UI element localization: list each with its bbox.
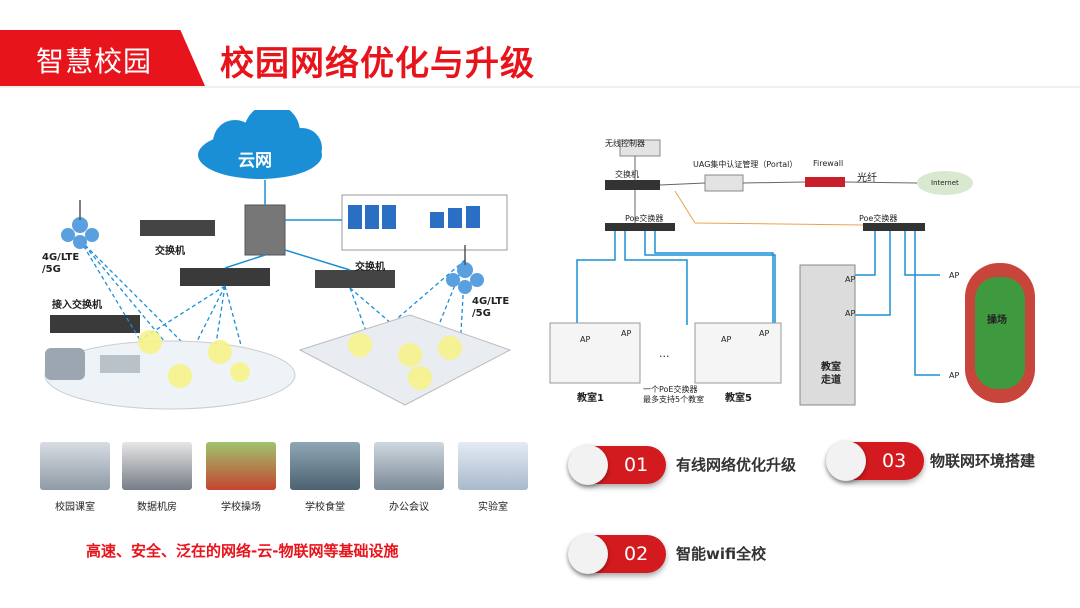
- network-diagram-graphic: [44, 110, 512, 410]
- poe-capacity-note: 一个PoE交换器最多支持5个教室: [643, 385, 705, 404]
- wifi-glow: [348, 333, 462, 390]
- poe-switch-icon: [605, 223, 675, 231]
- laboratory-photo: [458, 442, 528, 490]
- ap-label: AP: [721, 335, 732, 344]
- feature-label: 有线网络优化升级: [676, 456, 797, 474]
- page-title: 校园网络优化与升级: [220, 44, 535, 84]
- uag-label: UAG集中认证管理（Portal）: [693, 160, 798, 169]
- photo-caption: 学校食堂: [305, 502, 345, 513]
- cell-tower-icon: [446, 245, 484, 294]
- feature-label: 智能wifi全校: [676, 545, 767, 563]
- building-icon: [100, 355, 140, 373]
- internet-cloud-icon: [917, 171, 973, 195]
- topology-graphic: [549, 139, 1035, 406]
- classroom-icon: [549, 322, 641, 384]
- wireless-topology-diagram: 无线控制器 交换机 UAG集中认证管理（Portal） Firewall 光纤 …: [545, 125, 1035, 415]
- poe-switch-label: Poe交换器: [859, 214, 898, 223]
- feature-number: 02: [624, 543, 649, 565]
- cloud-label: 云网: [238, 151, 272, 171]
- meeting-room-photo: [374, 442, 444, 490]
- ap-label: AP: [949, 371, 960, 380]
- poe-switch-icon: [863, 223, 925, 231]
- uag-icon: [704, 174, 744, 192]
- internet-label: Internet: [931, 179, 959, 187]
- feature-number: 01: [624, 454, 649, 476]
- switch-icon: [180, 268, 270, 286]
- pill-knob: [568, 534, 608, 574]
- switch-label: 交换机: [155, 246, 185, 257]
- photo-caption: 学校操场: [221, 502, 261, 513]
- poe-switch-label: Poe交换器: [625, 214, 664, 223]
- cloud-icon: [198, 110, 322, 179]
- ap-label: AP: [845, 275, 856, 284]
- classroom-photo: [40, 442, 110, 490]
- sports-field-photo: [206, 442, 276, 490]
- feature-label: 物联网环境搭建: [930, 452, 1036, 470]
- header-tag-background: [0, 30, 205, 86]
- feature-number: 03: [882, 450, 907, 472]
- cell-tower-icon: [61, 200, 99, 249]
- header-tag: 智慧校园: [36, 45, 153, 78]
- pill-knob: [568, 445, 608, 485]
- field-label: 操场: [987, 315, 1007, 326]
- canteen-photo: [290, 442, 360, 490]
- firewall-label: Firewall: [813, 159, 844, 168]
- ap-label: AP: [845, 309, 856, 318]
- fiber-label: 光纤: [857, 173, 877, 184]
- photo-caption: 校园课室: [55, 502, 95, 513]
- campus-network-diagram: 云网 交换机 交换机 接入交换机 4G/LTE/5G 4G/LTE/5G: [30, 110, 530, 430]
- ap-label: AP: [621, 329, 632, 338]
- wifi-glow: [138, 330, 250, 388]
- corridor-label: 教室走道: [821, 362, 841, 386]
- header-divider: [0, 86, 1080, 88]
- switch-icon: [605, 180, 660, 190]
- access-switch-label: 接入交换机: [52, 300, 102, 311]
- ellipsis: ...: [659, 347, 670, 360]
- photo-caption: 数据机房: [137, 502, 177, 513]
- feature-pill-01: 01: [568, 445, 666, 485]
- ap-label: AP: [580, 335, 591, 344]
- data-center-photo: [122, 442, 192, 490]
- server-icon: [348, 205, 480, 229]
- building-icon: [45, 348, 85, 380]
- ap-label: AP: [759, 329, 770, 338]
- switch-icon: [140, 220, 215, 236]
- corridor-icon: [799, 264, 856, 406]
- cell-network-label: 4G/LTE/5G: [42, 252, 80, 275]
- ap-label: AP: [949, 271, 960, 280]
- switch-label: 交换机: [615, 170, 639, 179]
- switch-label: 交换机: [355, 262, 385, 273]
- classroom-label: 教室5: [725, 393, 752, 404]
- switch-icon: [315, 270, 395, 288]
- access-switch-icon: [50, 315, 140, 333]
- core-switch-icon: [244, 204, 286, 256]
- classroom-icon: [694, 322, 782, 384]
- pill-knob: [826, 441, 866, 481]
- cell-network-label: 4G/LTE/5G: [472, 296, 510, 319]
- wireless-controller-icon: [619, 139, 661, 157]
- feature-pill-02: 02: [568, 534, 666, 574]
- tagline: 高速、安全、泛在的网络-云-物联网等基础设施: [86, 542, 399, 560]
- photo-caption: 实验室: [478, 502, 508, 513]
- classroom-label: 教室1: [577, 393, 604, 404]
- wireless-controller-label: 无线控制器: [605, 139, 645, 148]
- feature-pill-03: 03: [826, 441, 924, 481]
- photo-caption: 办公会议: [389, 502, 429, 513]
- firewall-icon: [805, 177, 845, 187]
